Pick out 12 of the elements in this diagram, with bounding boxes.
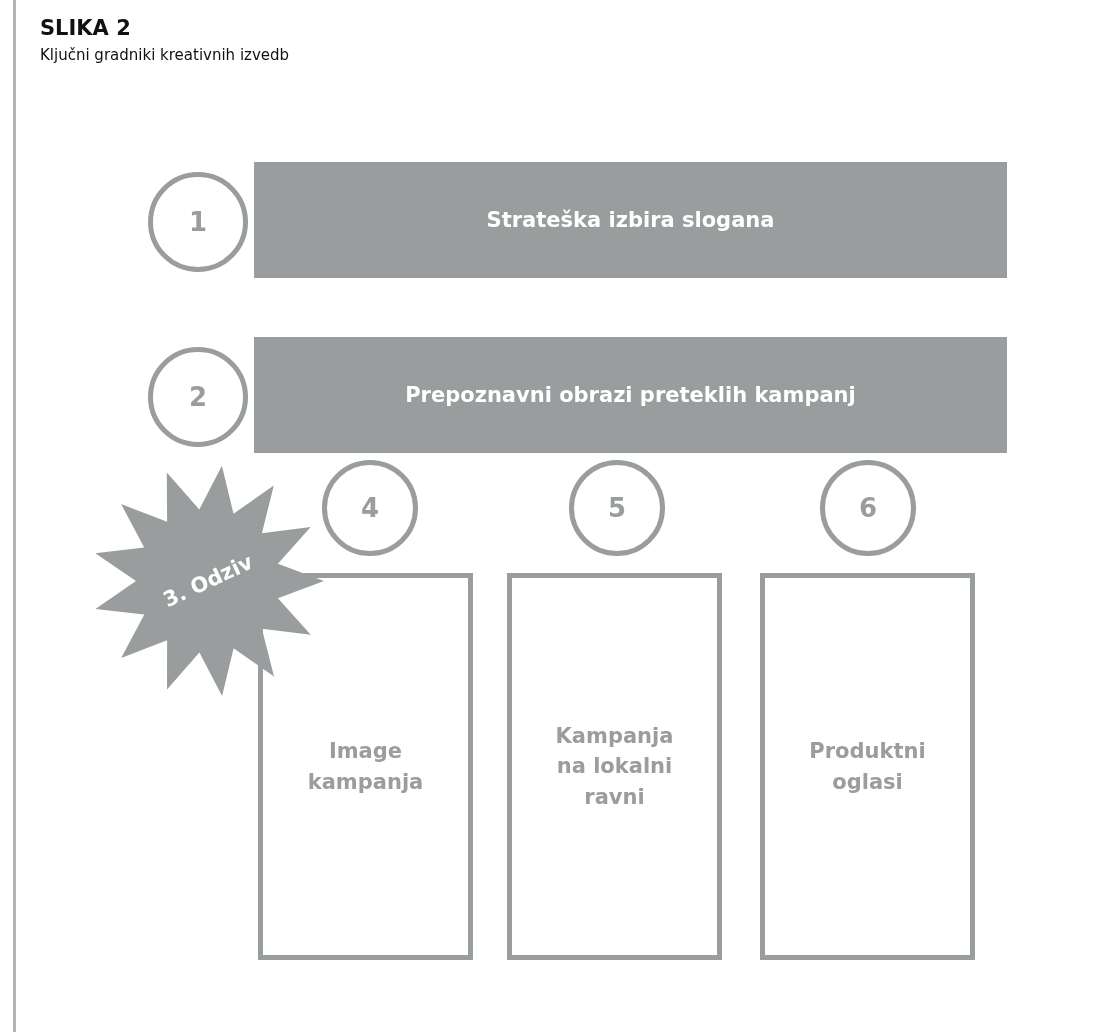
number-circle: 4: [322, 460, 418, 556]
heading-bar: Prepoznavni obrazi preteklih kampanj: [254, 337, 1007, 453]
number-circle: 2: [148, 347, 248, 447]
column-box: Kampanja na lokalni ravni: [507, 573, 722, 960]
column-box: Produktni oglasi: [760, 573, 975, 960]
column-box: Image kampanja: [258, 573, 473, 960]
figure-caption: Ključni gradniki kreativnih izvedb: [40, 46, 290, 64]
number-circle: 5: [569, 460, 665, 556]
heading-bar: Strateška izbira slogana: [254, 162, 1007, 278]
number-circle: 6: [820, 460, 916, 556]
figure-title: SLIKA 2: [40, 16, 131, 40]
number-circle: 1: [148, 172, 248, 272]
